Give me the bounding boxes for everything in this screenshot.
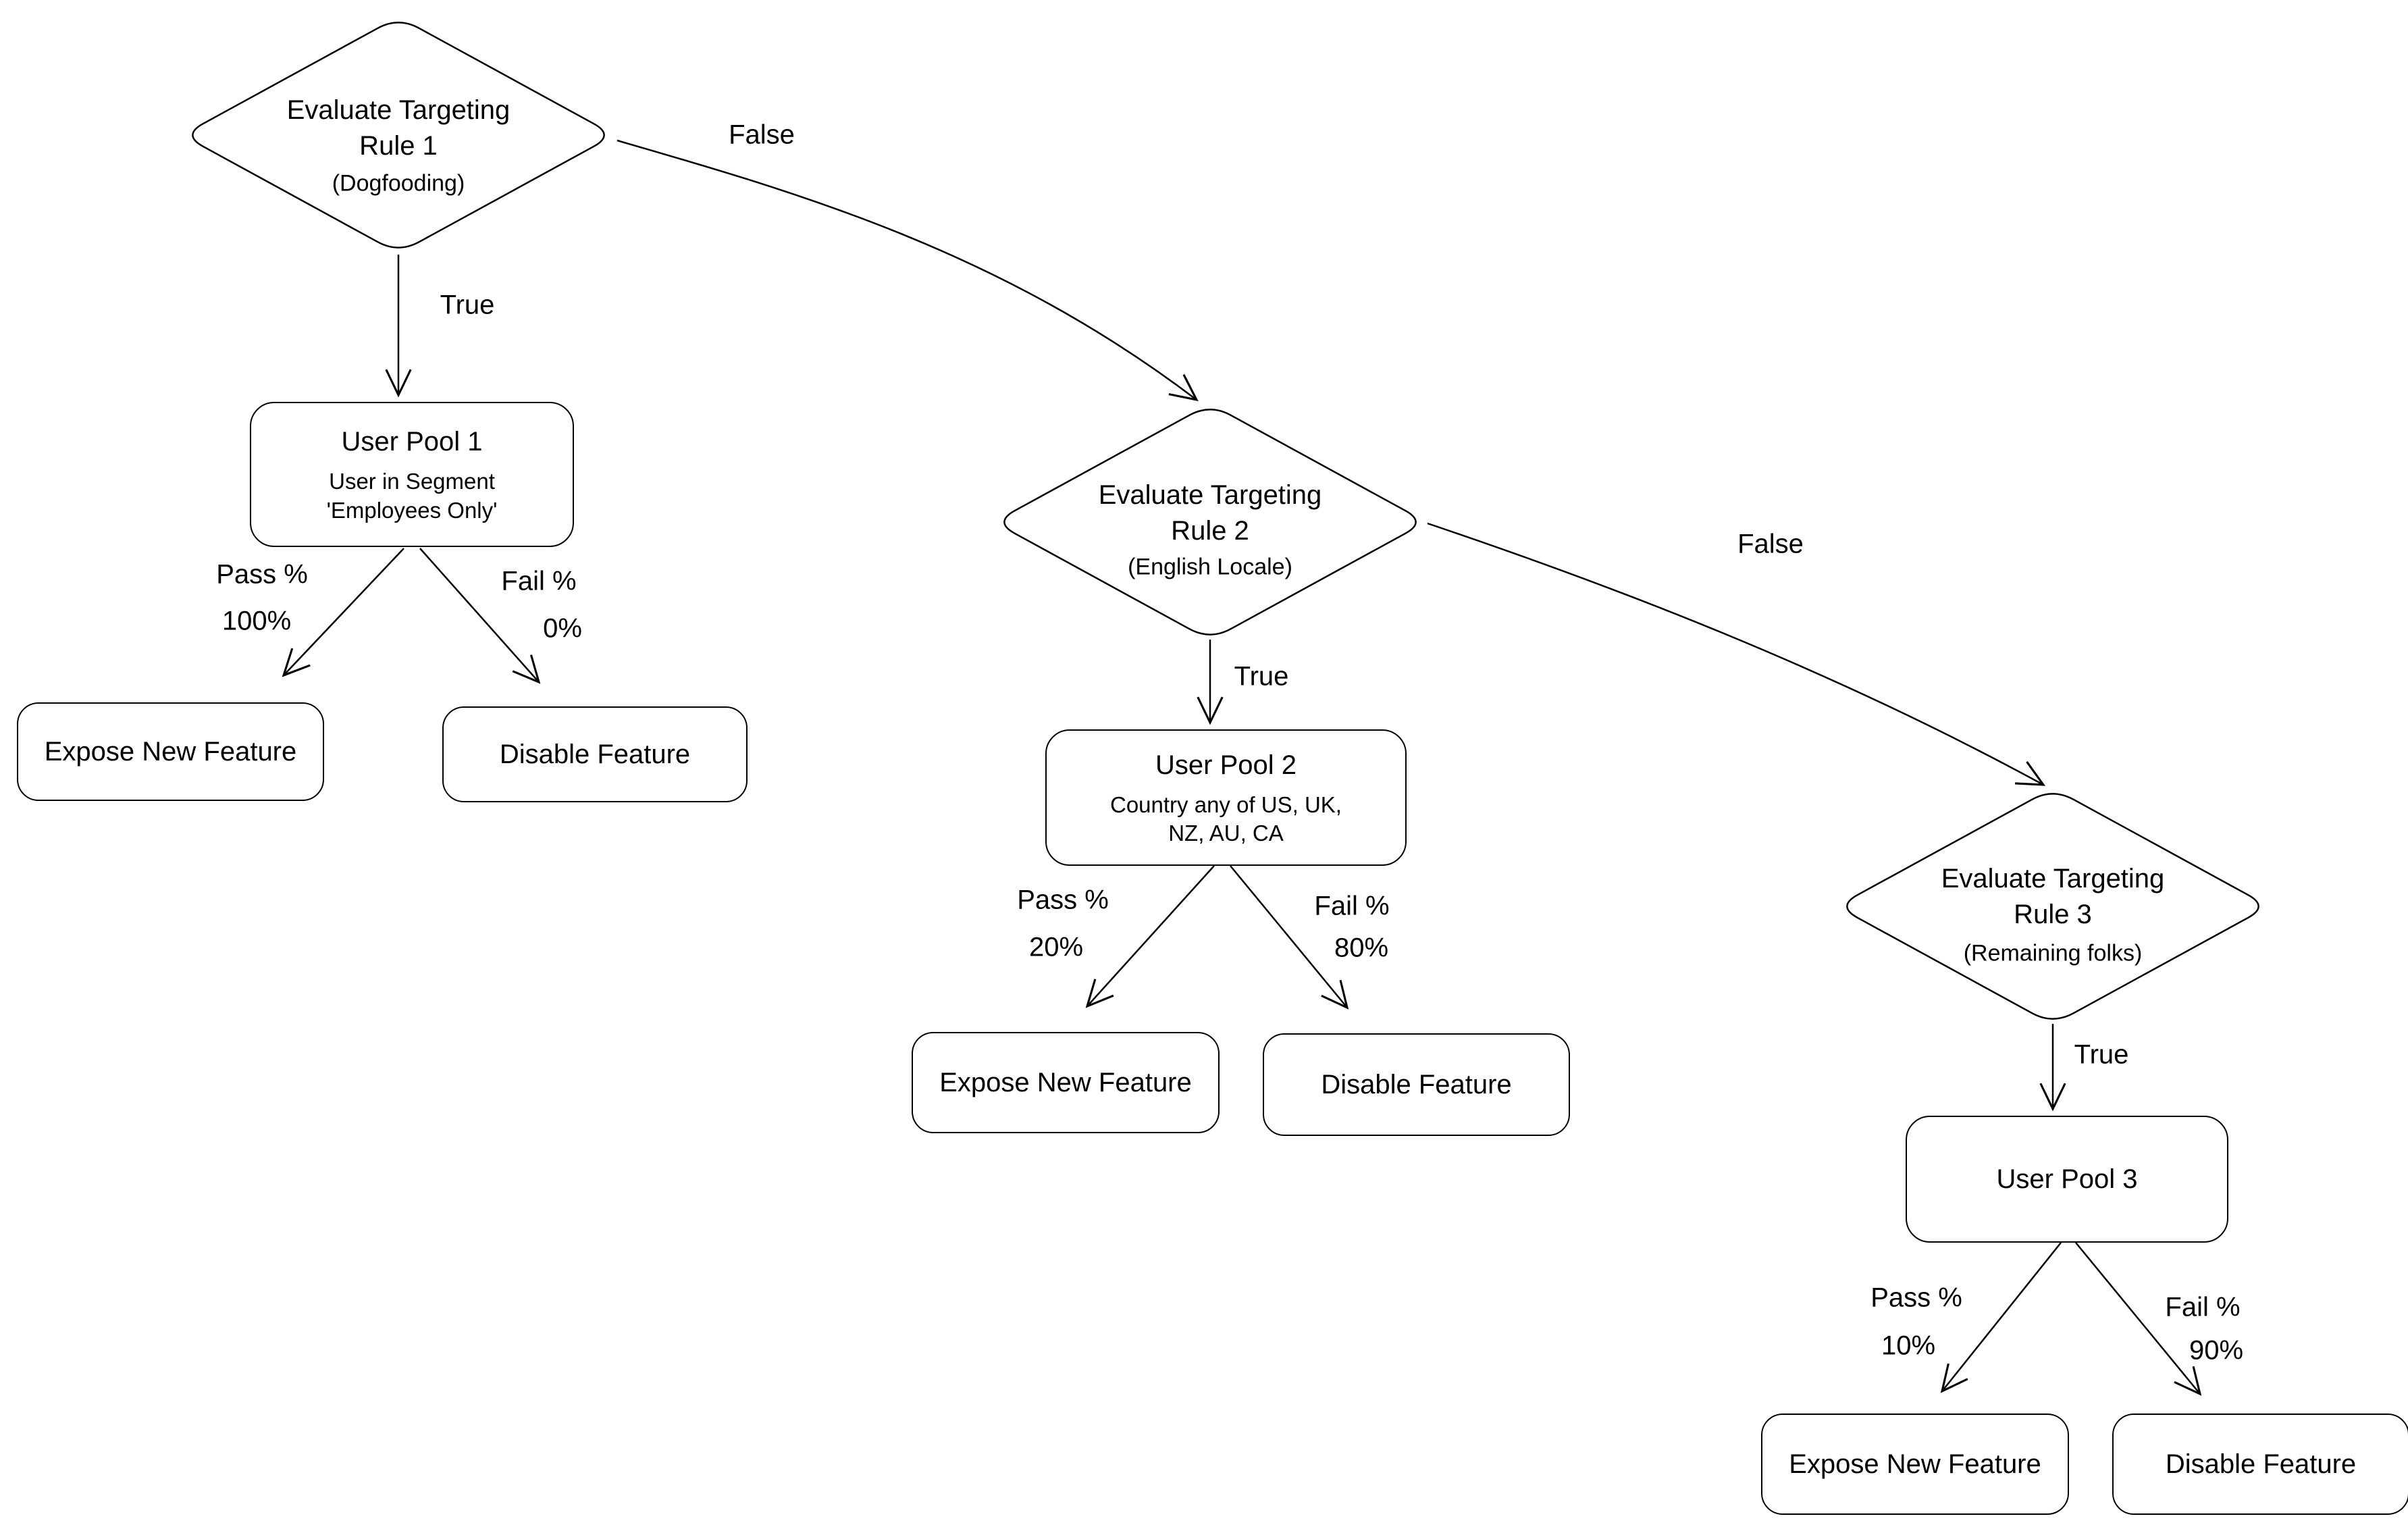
user-pool-2-subtitle: Country any of US, UK, NZ, AU, CA — [1110, 792, 1342, 846]
node-disable-feature-2: Disable Feature — [1263, 1033, 1570, 1136]
expose-new-feature-2-label: Expose New Feature — [939, 1068, 1192, 1097]
node-user-pool-1: User Pool 1 User in Segment 'Employees O… — [250, 402, 574, 547]
decision-rule-2-shape — [1003, 409, 1417, 636]
edge-rule1-false-arrow — [617, 139, 1199, 402]
edge-pool1-fail-arrow — [419, 548, 541, 684]
user-pool-3-title: User Pool 3 — [1996, 1164, 2138, 1194]
decision-rule-3-shape — [1846, 793, 2259, 1020]
label-pool2-fail-value: 80% — [1334, 933, 1389, 963]
node-expose-new-feature-3: Expose New Feature — [1761, 1414, 2069, 1515]
label-pool1-fail-value: 0% — [543, 613, 582, 644]
expose-new-feature-3-label: Expose New Feature — [1789, 1449, 2041, 1479]
label-pool1-pass-value: 100% — [221, 606, 292, 636]
disable-feature-3-label: Disable Feature — [2165, 1449, 2357, 1479]
label-rule2-true: True — [1234, 661, 1289, 692]
node-disable-feature-1: Disable Feature — [442, 706, 748, 802]
label-rule3-true: True — [2074, 1039, 2129, 1070]
disable-feature-1-label: Disable Feature — [499, 740, 691, 769]
label-rule1-true: True — [440, 290, 495, 320]
edge-pool2-pass-arrow — [1085, 865, 1215, 1008]
node-expose-new-feature-2: Expose New Feature — [912, 1032, 1220, 1133]
label-pool2-pass: Pass % — [1017, 885, 1109, 915]
label-rule2-false: False — [1737, 529, 1804, 559]
label-pool3-fail: Fail % — [2165, 1292, 2241, 1322]
node-user-pool-3: User Pool 3 — [1906, 1116, 2228, 1243]
node-expose-new-feature-1: Expose New Feature — [17, 702, 324, 801]
user-pool-2-title: User Pool 2 — [1155, 750, 1297, 780]
edge-pool2-fail-arrow — [1230, 865, 1349, 1010]
node-user-pool-2: User Pool 2 Country any of US, UK, NZ, A… — [1045, 729, 1407, 866]
label-pool3-pass: Pass % — [1870, 1282, 1962, 1313]
edge-pool3-fail-arrow — [2075, 1242, 2202, 1396]
edge-pool3-pass-arrow — [1940, 1242, 2062, 1393]
edge-rule2-false-arrow — [1427, 522, 2046, 786]
decision-rule-1-shape — [192, 22, 605, 249]
user-pool-1-subtitle: User in Segment 'Employees Only' — [326, 469, 498, 523]
edge-pool1-pass-arrow — [282, 548, 404, 677]
label-rule1-false: False — [729, 120, 795, 150]
user-pool-1-title: User Pool 1 — [341, 427, 483, 457]
label-pool2-pass-value: 20% — [1028, 932, 1084, 962]
label-pool1-fail: Fail % — [501, 566, 577, 596]
expose-new-feature-1-label: Expose New Feature — [44, 737, 297, 767]
label-pool3-pass-value: 10% — [1881, 1330, 1936, 1361]
label-pool2-fail: Fail % — [1314, 891, 1390, 921]
node-disable-feature-3: Disable Feature — [2112, 1414, 2408, 1515]
label-pool3-fail-value: 90% — [2189, 1335, 2244, 1366]
disable-feature-2-label: Disable Feature — [1321, 1070, 1512, 1099]
label-pool1-pass: Pass % — [216, 559, 308, 590]
